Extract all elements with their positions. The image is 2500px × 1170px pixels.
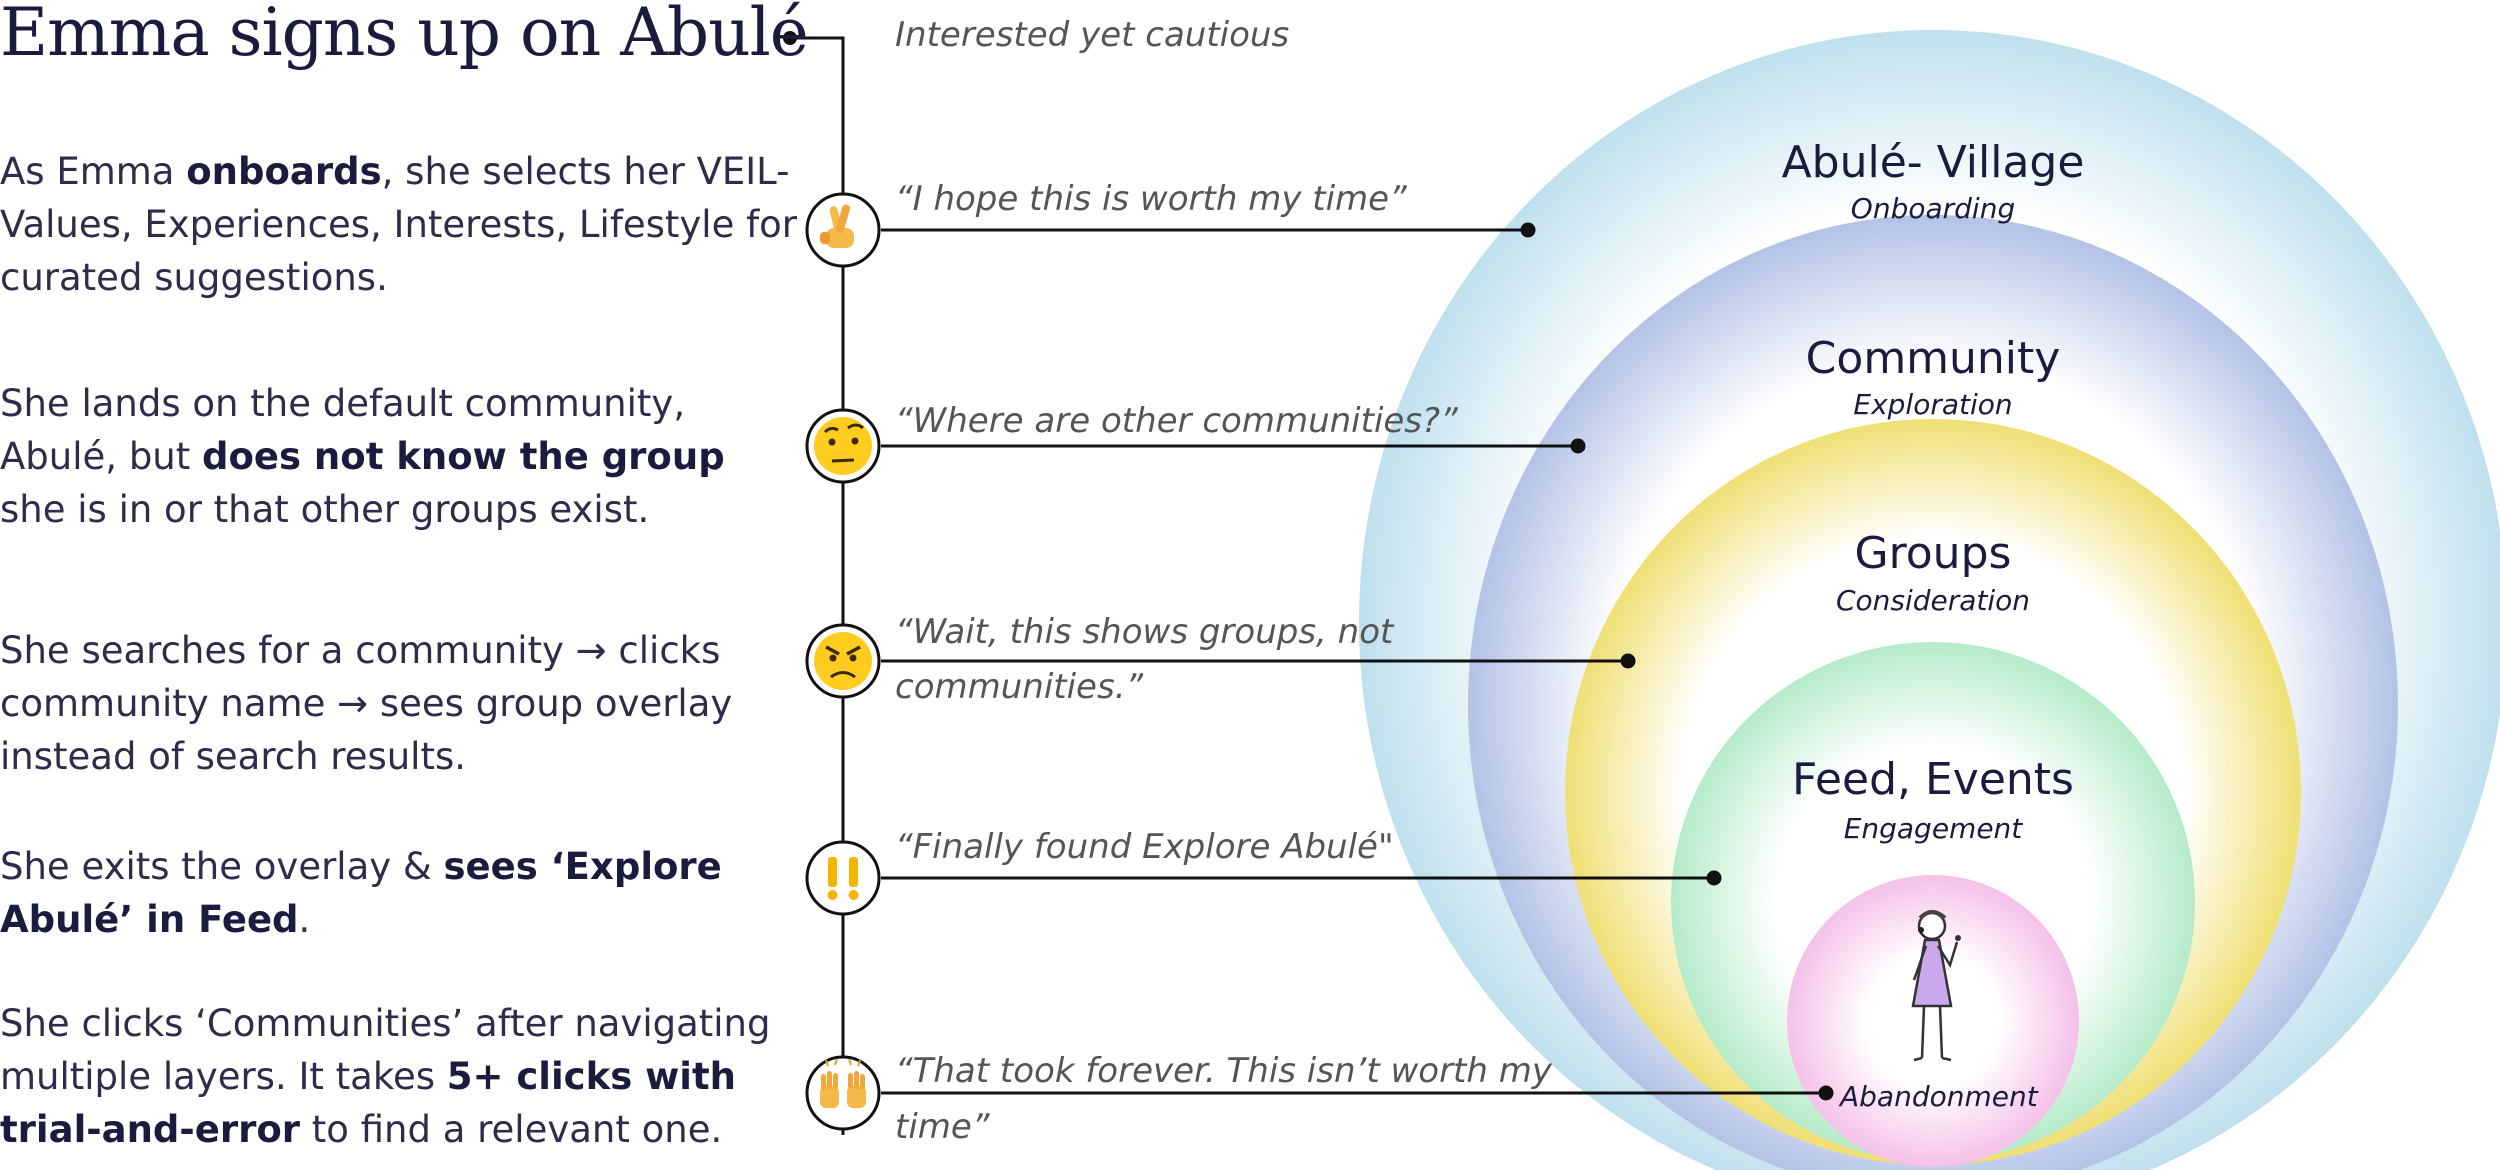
connector-4-dot bbox=[1706, 870, 1722, 886]
step-text: She exits the overlay & bbox=[0, 845, 444, 888]
quote-5-line1: “That took forever. This isn’t worth my bbox=[895, 1051, 1552, 1091]
step-3-description: She searches for a community → clicks co… bbox=[0, 624, 800, 783]
step-1-description: As Emma onboards, she selects her VEIL- … bbox=[0, 145, 800, 304]
step-text: She searches for a community → clicks co… bbox=[0, 629, 733, 778]
step-emphasis: 5+ clicks with trial-and-error bbox=[0, 1055, 737, 1151]
step-2-description: She lands on the default community, Abul… bbox=[0, 377, 800, 536]
connector-2-dot bbox=[1570, 438, 1586, 454]
quote-3-line1: “Wait, this shows groups, not bbox=[895, 612, 1394, 652]
quote-4: “Finally found Explore Abulé" bbox=[895, 827, 1394, 867]
emotion-node-3 bbox=[805, 623, 881, 699]
step-5-description: She clicks ‘Communities’ after navigatin… bbox=[0, 997, 800, 1156]
ring-village-subtitle: Onboarding bbox=[1850, 192, 2016, 225]
step-4-description: She exits the overlay & sees ‘Explore Ab… bbox=[0, 840, 800, 946]
timeline-spine bbox=[790, 36, 845, 1135]
ring-community-subtitle: Exploration bbox=[1853, 388, 2013, 421]
ring-center-label: Abandonment bbox=[1840, 1080, 2038, 1113]
page-title: Emma signs up on Abulé bbox=[0, 0, 809, 71]
step-text: to find a relevant one. bbox=[300, 1108, 723, 1151]
emotion-node-4 bbox=[805, 840, 881, 916]
quote-3-line2: communities.” bbox=[895, 667, 1144, 707]
timeline-start-dot bbox=[783, 31, 797, 45]
step-text: she is in or that other groups exist. bbox=[0, 488, 650, 531]
quote-2: “Where are other communities?” bbox=[895, 401, 1458, 441]
ring-groups-title: Groups bbox=[1854, 528, 2012, 579]
emotion-node-2 bbox=[805, 408, 881, 484]
quote-5-line2: time” bbox=[895, 1107, 990, 1147]
connector-1-dot bbox=[1520, 222, 1536, 238]
ring-feed-subtitle: Engagement bbox=[1843, 812, 2023, 845]
step-text: , she selects her VEIL- Values, Experien… bbox=[0, 150, 797, 299]
emotion-node-1 bbox=[805, 192, 881, 268]
step-emphasis: onboards bbox=[186, 150, 382, 193]
quote-start: Interested yet cautious bbox=[895, 15, 1290, 55]
angry-face-icon bbox=[814, 632, 872, 690]
ring-feed-title: Feed, Events bbox=[1792, 754, 2074, 805]
connector-5-dot bbox=[1818, 1085, 1834, 1101]
ring-village-title: Abulé- Village bbox=[1781, 137, 2085, 188]
step-text: She clicks ‘Communities’ after navigatin… bbox=[0, 1002, 771, 1098]
quote-1: “I hope this is worth my time” bbox=[895, 179, 1407, 219]
emotion-node-5 bbox=[805, 1055, 881, 1131]
step-text: . bbox=[298, 898, 311, 941]
ring-groups-subtitle: Consideration bbox=[1835, 584, 2031, 617]
ring-center bbox=[1787, 875, 2079, 1167]
emma-figure-icon bbox=[1911, 910, 1961, 1062]
step-emphasis: does not know the group bbox=[202, 435, 725, 478]
raised-hands-icon bbox=[820, 1058, 866, 1108]
connector-3-dot bbox=[1620, 653, 1636, 669]
ring-community-title: Community bbox=[1805, 333, 2061, 384]
step-text: She lands on the default community, Abul… bbox=[0, 382, 686, 478]
raised-eyebrow-face-icon bbox=[814, 417, 872, 475]
step-emphasis: sees ‘Explore Abulé’ in Feed bbox=[0, 845, 722, 941]
crossed-fingers-icon bbox=[820, 204, 854, 248]
double-exclamation-icon bbox=[827, 857, 859, 900]
step-text: As Emma bbox=[0, 150, 187, 193]
